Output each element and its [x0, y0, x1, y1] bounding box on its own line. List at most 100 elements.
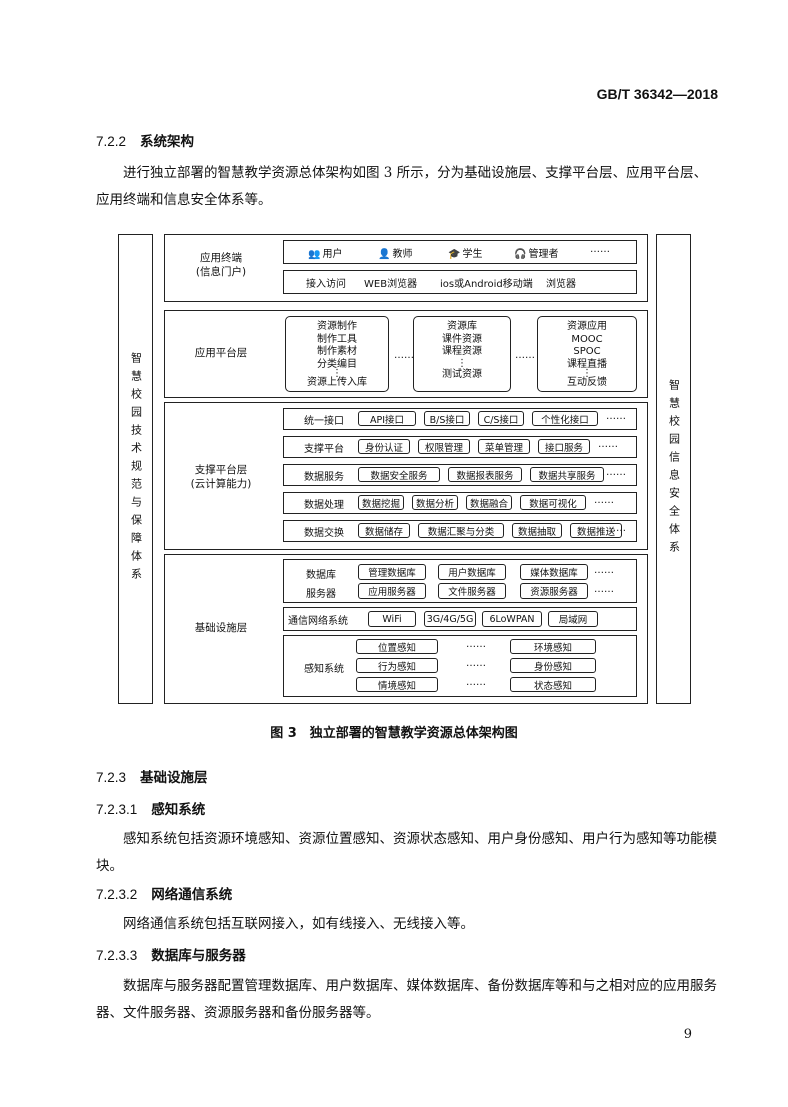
terminal-layer: 应用终端 (信息门户) 👥用户 👤教师 🎓学生 🎧管理者 …… 接入访问 WEB… — [164, 234, 648, 302]
paragraph-7-2-2: 进行独立部署的智慧教学资源总体架构如图 3 所示，分为基础设施层、支撑平台层、应… — [96, 165, 708, 208]
ellipsis: …… — [598, 439, 618, 450]
support-item: 权限管理 — [418, 439, 470, 454]
sensing-label: 感知系统 — [304, 664, 344, 675]
infrastructure-layer: 基础设施层 数据库 管理数据库 用户数据库 媒体数据库 …… 服务器 应用服务器… — [164, 554, 648, 704]
sensing-item: 身份感知 — [510, 658, 596, 673]
terminal-name-sub: (信息门户) — [195, 266, 247, 278]
support-row-label: 数据处理 — [304, 500, 344, 511]
admin-icon: 🎧 — [514, 249, 527, 260]
ellipsis: …… — [594, 495, 614, 506]
support-row-label: 数据交换 — [304, 528, 344, 539]
paragraph-7-2-3-2: 网络通信系统包括互联网接入，如有线接入、无线接入等。 — [123, 916, 474, 932]
sensing-item: 环境感知 — [510, 639, 596, 654]
ellipsis: …… — [466, 677, 486, 688]
sensing-item: 状态感知 — [510, 677, 596, 692]
support-row: 数据交换数据储存数据汇聚与分类数据抽取数据推送…… — [283, 520, 637, 542]
ellipsis: …… — [606, 467, 626, 478]
terminal-layer-name: 应用终端 (信息门户) — [165, 251, 277, 279]
left-bar-label: 智慧校园技术规范与保障体系 — [129, 352, 143, 586]
infrastructure-name: 基础设施层 — [194, 622, 248, 634]
ellipsis: …… — [594, 565, 614, 576]
figure-caption: 图 3 独立部署的智慧教学资源总体架构图 — [270, 726, 518, 741]
support-item: 个性化接口 — [532, 411, 598, 426]
section-title: 系统架构 — [140, 134, 195, 150]
support-row-label: 统一接口 — [304, 416, 344, 427]
access-row: 接入访问 WEB浏览器 ios或Android移动端 浏览器 — [283, 270, 637, 294]
sensing-item: 行为感知 — [356, 658, 438, 673]
ellipsis: …… — [515, 350, 535, 361]
sensing-row: 感知系统 位置感知 行为感知 情境感知 …… …… …… 环境感知 身份感知 状… — [283, 635, 637, 697]
terminal-name: 应用终端 — [200, 252, 242, 264]
support-item: 数据共享服务 — [530, 467, 604, 482]
mobile-client: ios或Android移动端 — [440, 279, 533, 290]
support-row: 数据处理 数据挖掘数据分析数据融合数据可视化 …… — [283, 492, 637, 514]
support-item: C/S接口 — [478, 411, 524, 426]
support-item: 数据储存 — [358, 523, 410, 538]
student-item: 🎓学生 — [448, 249, 483, 260]
db-item: 用户数据库 — [438, 564, 506, 580]
network-item: WiFi — [368, 611, 416, 627]
support-row-label: 数据服务 — [304, 472, 344, 483]
support-item: 数据融合 — [466, 495, 512, 510]
support-item: 数据报表服务 — [448, 467, 522, 482]
ellipsis: …… — [394, 350, 414, 361]
browser: 浏览器 — [546, 279, 576, 290]
access-label: 接入访问 — [306, 279, 346, 290]
standard-number: GB/T 36342—2018 — [596, 86, 718, 102]
ellipsis: …… — [590, 244, 610, 255]
user-item: 👥用户 — [308, 249, 343, 260]
page-number: 9 — [683, 1027, 692, 1042]
support-row: 支撑平台 身份认证权限管理菜单管理接口服务 …… — [283, 436, 637, 458]
section-7-2-2-heading: 7.2.2 系统架构 — [96, 130, 194, 150]
support-item: B/S接口 — [424, 411, 470, 426]
support-item: 数据分析 — [412, 495, 458, 510]
network-item: 3G/4G/5G — [424, 611, 476, 627]
support-item: 数据可视化 — [520, 495, 586, 510]
users-row: 👥用户 👤教师 🎓学生 🎧管理者 …… — [283, 240, 637, 264]
support-item: 数据抽取 — [512, 523, 562, 538]
app-platform-layer: 应用平台层 资源制作制作工具制作素材分类编目⋮资源上传入库 …… 资源库课件资源… — [164, 310, 648, 398]
db-server-row: 数据库 管理数据库 用户数据库 媒体数据库 …… 服务器 应用服务器 文件服务器… — [283, 559, 637, 603]
support-row-label: 支撑平台 — [304, 444, 344, 455]
network-label: 通信网络系统 — [288, 616, 348, 627]
student-icon: 🎓 — [448, 249, 461, 260]
network-item: 局域网 — [548, 611, 598, 627]
support-row: 数据服务数据安全服务数据报表服务数据共享服务…… — [283, 464, 637, 486]
right-bar-label: 智慧校园信息安全体系 — [667, 379, 681, 559]
database-label: 数据库 — [306, 570, 336, 581]
ellipsis: …… — [466, 658, 486, 669]
teacher-item: 👤教师 — [378, 249, 413, 260]
network-row: 通信网络系统 WiFi 3G/4G/5G 6LoWPAN 局域网 — [283, 607, 637, 631]
support-item: 身份认证 — [358, 439, 410, 454]
server-item: 资源服务器 — [520, 583, 588, 599]
support-item: 接口服务 — [538, 439, 590, 454]
left-bar-box: 智慧校园技术规范与保障体系 — [118, 234, 153, 704]
support-item: 数据挖掘 — [358, 495, 404, 510]
support-platform-name: 支撑平台层(云计算能力) — [190, 464, 252, 490]
right-bar-box: 智慧校园信息安全体系 — [656, 234, 691, 704]
app-platform-name: 应用平台层 — [194, 347, 248, 359]
paragraph-7-2-3-3: 数据库与服务器配置管理数据库、用户数据库、媒体数据库、备份数据库等和与之相对应的… — [96, 978, 717, 1021]
server-label: 服务器 — [306, 589, 336, 600]
support-item: API接口 — [358, 411, 416, 426]
ellipsis: …… — [606, 411, 626, 422]
ellipsis: …… — [594, 584, 614, 595]
sensing-item: 情境感知 — [356, 677, 438, 692]
network-item: 6LoWPAN — [482, 611, 542, 627]
support-item: 菜单管理 — [478, 439, 530, 454]
paragraph-7-2-3-1: 感知系统包括资源环境感知、资源位置感知、资源状态感知、用户身份感知、用户行为感知… — [96, 831, 717, 874]
section-number: 7.2.2 — [96, 134, 127, 149]
resource-production-box: 资源制作制作工具制作素材分类编目⋮资源上传入库 — [285, 316, 389, 392]
web-browser: WEB浏览器 — [364, 279, 418, 290]
support-item: 数据汇聚与分类 — [418, 523, 504, 538]
ellipsis: …… — [606, 523, 626, 534]
teacher-icon: 👤 — [378, 249, 391, 260]
architecture-figure: 智慧校园技术规范与保障体系 智慧校园信息安全体系 应用终端 (信息门户) 👥用户… — [118, 232, 694, 708]
db-item: 媒体数据库 — [520, 564, 588, 580]
